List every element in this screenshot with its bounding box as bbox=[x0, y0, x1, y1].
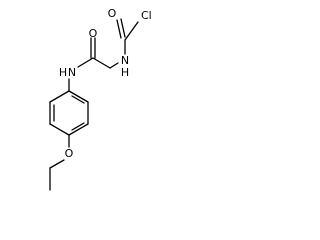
ether-ethyl-bond bbox=[49, 159, 65, 169]
atom-label-hydrogen-left: H bbox=[59, 66, 67, 79]
atom-label-ether-oxygen: O bbox=[65, 147, 74, 160]
atom-label-hydrogen-right: H bbox=[121, 66, 129, 79]
ring-bond-4 bbox=[49, 123, 70, 136]
nitrogen-methylene-bond bbox=[109, 62, 119, 69]
ring-inner-double-1 bbox=[71, 95, 85, 104]
ring-inner-double-2 bbox=[71, 122, 85, 131]
chemical-structure-diagram: O Cl O N H H N O bbox=[49, 7, 152, 191]
ring-bond-1 bbox=[68, 90, 89, 103]
atom-label-nitrogen-right: N bbox=[121, 54, 129, 67]
methylene-carbonyl-bond bbox=[92, 57, 111, 69]
carbonyl-nitrogen-bond-left bbox=[77, 57, 94, 68]
carbon-chlorine-bond bbox=[124, 21, 139, 41]
ring-bond-3 bbox=[68, 123, 89, 136]
atom-label-chlorine: Cl bbox=[141, 9, 152, 22]
atom-label-amide-oxygen: O bbox=[89, 27, 98, 40]
atom-label-layer: O Cl O N H H N O bbox=[59, 7, 152, 160]
atom-label-carbonyl-oxygen-top: O bbox=[108, 7, 117, 20]
ring-bond-6 bbox=[49, 90, 70, 103]
carbonyl-double-bond-top-a bbox=[116, 19, 122, 39]
bond-layer bbox=[49, 18, 139, 191]
carbonyl-double-bond-top-b bbox=[120, 18, 126, 38]
atom-label-nitrogen-left: N bbox=[68, 66, 76, 79]
